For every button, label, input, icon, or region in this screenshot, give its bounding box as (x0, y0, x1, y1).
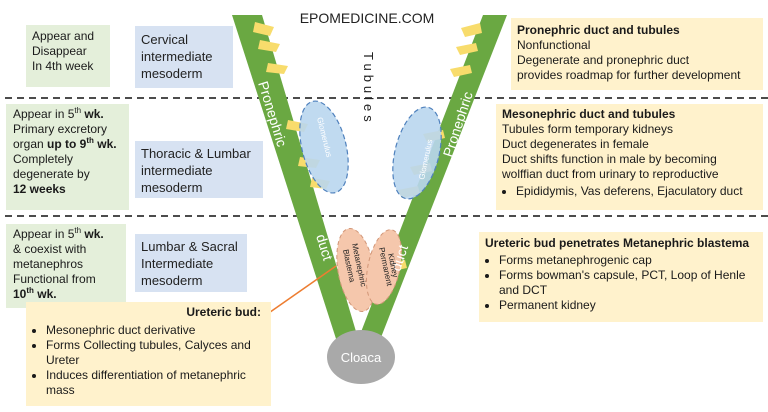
pronephros-timing-box: Appear and Disappear In 4th week (26, 25, 110, 87)
pronephric-note-box: Pronephric duct and tubules Nonfunctiona… (511, 18, 763, 90)
duct-label-right: duct (388, 243, 411, 273)
ureteric-bud-note-title: Ureteric bud: (186, 305, 261, 319)
cervical-line2: intermediate (141, 49, 213, 64)
ureteric-bud-bullets: Mesonephric duct derivative Forms Collec… (32, 323, 265, 398)
ureteric-bud-bullet-2: Forms Collecting tubules, Calyces and Ur… (46, 338, 265, 368)
meta-timing-line3: metanephros (13, 257, 84, 271)
thoracic-line1: Thoracic & Lumbar (141, 146, 251, 161)
pronephros-timing-line3: In 4th week (32, 59, 94, 73)
ureteric-blastema-bullet-3: Permanent kidney (499, 298, 757, 313)
ureteric-bud-bullet-1: Mesonephric duct derivative (46, 323, 265, 338)
cervical-line1: Cervical (141, 32, 188, 47)
mesonephric-note-line1: Tubules form temporary kidneys (502, 122, 673, 136)
lumbar-sacral-mesoderm-box: Lumbar & Sacral Intermediate mesoderm (135, 234, 247, 292)
meta-timing-line1: Appear in 5th wk. (13, 226, 104, 242)
ureteric-blastema-note-box: Ureteric bud penetrates Metanephric blas… (479, 232, 763, 322)
pronephros-timing-line1: Appear and (32, 29, 95, 43)
sacral-line1: Lumbar & Sacral (141, 239, 238, 254)
mesonephric-note-bullets: Epididymis, Vas deferens, Ejaculatory du… (502, 184, 757, 199)
meso-timing-line3: organ up to 9th wk. (13, 136, 117, 152)
mesonephric-note-title: Mesonephric duct and tubules (502, 107, 676, 121)
pronephric-note-line3: provides roadmap for further development (517, 68, 741, 82)
duct-label-left: duct (313, 232, 336, 262)
glomerulus-left (299, 100, 349, 194)
cloaca-label: Cloaca (341, 350, 382, 365)
meta-timing-line5: 10th wk. (13, 286, 57, 302)
thoracic-lumbar-mesoderm-box: Thoracic & Lumbar intermediate mesoderm (135, 141, 263, 198)
ureteric-blastema-bullet-1: Forms metanephrogenic cap (499, 253, 757, 268)
sacral-line2: Intermediate (141, 256, 214, 271)
mesonephric-note-bullet: Epididymis, Vas deferens, Ejaculatory du… (516, 184, 757, 199)
permanent-kidney (365, 229, 403, 305)
thoracic-line2: intermediate (141, 163, 213, 178)
pronephros-timing-line2: Disappear (32, 44, 87, 58)
mesonephric-note-line2: Duct degenerates in female (502, 137, 649, 151)
cervical-mesoderm-box: Cervical intermediate mesoderm (135, 26, 233, 88)
pronephric-note-line1: Nonfunctional (517, 38, 591, 52)
ureteric-blastema-bullet-2: Forms bowman's capsule, PCT, Loop of Hen… (499, 268, 757, 298)
left-duct (232, 15, 360, 345)
metanephros-timing-box: Appear in 5th wk. & coexist with metanep… (6, 224, 126, 308)
tubules-label: Tubules (361, 52, 376, 126)
meta-timing-line2: & coexist with (13, 242, 87, 256)
sacral-line3: mesoderm (141, 273, 203, 288)
meso-timing-line6: 12 weeks (13, 182, 66, 196)
mesonephric-note-box: Mesonephric duct and tubules Tubules for… (496, 104, 763, 210)
site-title: EPOMEDICINE.COM (300, 10, 435, 26)
meso-timing-line1: Appear in 5th wk. (13, 106, 104, 122)
glomerulus-right (392, 106, 442, 200)
ureteric-bud-bullet-3: Induces differentiation of metanephric m… (46, 368, 265, 398)
cloaca (327, 330, 395, 384)
pronephric-note-line2: Degenerate and pronephric duct (517, 53, 690, 67)
mesonephros-timing-box: Appear in 5th wk. Primary excretory orga… (6, 104, 129, 210)
ureteric-bud-note-box: Ureteric bud: Mesonephric duct derivativ… (26, 302, 271, 406)
mesonephric-note-line3: Duct shifts function in male by becoming (502, 152, 717, 166)
meso-timing-line4: Completely (13, 152, 74, 166)
meta-timing-line4: Functional from (13, 272, 96, 286)
ureteric-blastema-note-title: Ureteric bud penetrates Metanephric blas… (485, 236, 750, 250)
cervical-line3: mesoderm (141, 66, 203, 81)
thoracic-line3: mesoderm (141, 180, 203, 195)
pronephric-note-title: Pronephric duct and tubules (517, 23, 680, 37)
ureteric-blastema-bullets: Forms metanephrogenic cap Forms bowman's… (485, 253, 757, 313)
meso-timing-line5: degenerate by (13, 167, 90, 181)
mesonephric-note-line4: wolffian duct from urinary to reproducti… (502, 167, 719, 181)
meso-timing-line2: Primary excretory (13, 122, 108, 136)
